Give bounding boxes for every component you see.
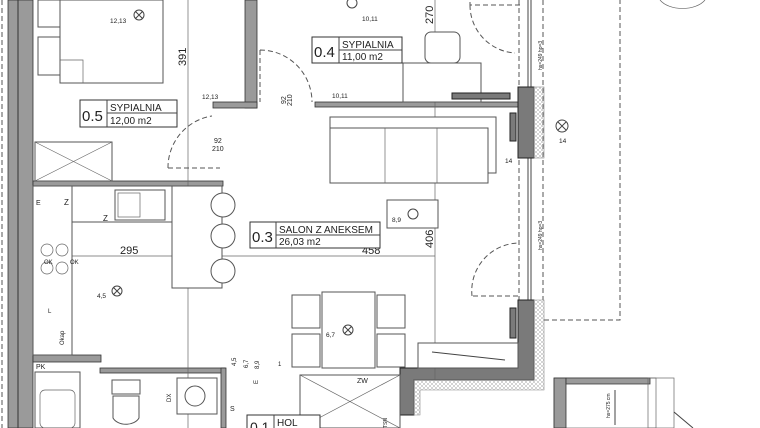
dim-391: 391 <box>177 48 189 66</box>
dining-table <box>291 291 406 369</box>
svg-text:10,11: 10,11 <box>332 93 348 100</box>
svg-text:S: S <box>230 406 235 413</box>
svg-text:12,13: 12,13 <box>202 94 219 101</box>
svg-text:10,11: 10,11 <box>362 16 378 23</box>
coffee-table <box>386 199 439 229</box>
ceiling-lights <box>111 0 569 336</box>
svg-text:12,00 m2: 12,00 m2 <box>110 116 152 127</box>
svg-text:14: 14 <box>559 138 567 145</box>
interior-walls <box>32 0 519 428</box>
svg-text:14: 14 <box>505 158 513 165</box>
cooktop <box>40 243 69 275</box>
sofa <box>329 116 497 184</box>
svg-text:OK: OK <box>70 260 79 266</box>
dim-406: 406 <box>424 230 436 248</box>
svg-text:hs=249 hp=3: hs=249 hp=3 <box>538 41 544 70</box>
svg-text:hs=275 cm: hs=275 cm <box>606 393 612 418</box>
light-icon <box>555 119 569 133</box>
exterior-wall-left <box>1 0 34 428</box>
room-label-0-5: 0.5 SYPIALNIA 12,00 m2 <box>79 99 178 128</box>
bathtub <box>34 371 81 428</box>
bar-stools <box>210 192 236 284</box>
svg-text:92: 92 <box>281 96 288 104</box>
desk <box>402 31 511 103</box>
svg-text:210: 210 <box>212 146 224 153</box>
circuit-labels: 12,13 12,13 10,11 10,11 4,5 6,7 8,9 14 1… <box>97 16 567 369</box>
svg-text:4,5: 4,5 <box>97 293 106 300</box>
svg-text:E: E <box>36 200 41 207</box>
svg-text:1: 1 <box>278 362 282 368</box>
svg-text:L: L <box>48 309 52 315</box>
boiler <box>176 377 218 415</box>
svg-text:8,9: 8,9 <box>392 217 401 224</box>
svg-text:12,13: 12,13 <box>110 18 127 25</box>
svg-text:0.5: 0.5 <box>82 108 103 125</box>
svg-text:Z: Z <box>64 198 69 207</box>
toilet <box>111 379 141 425</box>
electrical-symbols: Z Z E OK OK L PK Okap S ZW DX E TSN hs=2… <box>36 41 544 428</box>
svg-text:Okap: Okap <box>60 330 66 345</box>
exterior-wall-right <box>399 0 706 416</box>
dim-295: 295 <box>120 245 138 257</box>
light-icon <box>346 0 358 9</box>
svg-text:DX: DX <box>167 394 173 402</box>
svg-text:0.3: 0.3 <box>252 229 273 246</box>
svg-text:0.4: 0.4 <box>314 44 335 61</box>
svg-text:6,7: 6,7 <box>244 359 250 368</box>
room-label-0-4: 0.4 SYPIALNIA 11,00 m2 <box>311 36 403 64</box>
svg-text:SYPIALNIA: SYPIALNIA <box>110 103 162 114</box>
svg-text:ZW: ZW <box>357 378 368 385</box>
room-label-0-1: 0.1 HOL <box>246 414 321 428</box>
svg-text:210: 210 <box>287 94 294 106</box>
svg-text:0.1: 0.1 <box>250 419 270 428</box>
tv-stand <box>417 342 519 369</box>
bed <box>37 0 164 84</box>
kitchen-counter <box>32 185 223 356</box>
light-icon <box>133 9 145 21</box>
svg-text:HOL: HOL <box>277 418 298 428</box>
svg-text:92: 92 <box>214 138 222 145</box>
light-icon <box>111 285 123 297</box>
doors: 92 210 92 210 <box>167 0 520 297</box>
svg-text:6,7: 6,7 <box>326 332 335 339</box>
svg-text:OK: OK <box>44 260 53 266</box>
light-icon <box>342 324 354 336</box>
svg-text:4,5: 4,5 <box>232 357 238 366</box>
svg-text:SALON Z ANEKSEM: SALON Z ANEKSEM <box>279 225 373 236</box>
svg-text:26,03 m2: 26,03 m2 <box>279 237 321 248</box>
svg-text:TSN: TSN <box>383 418 389 428</box>
section-detail: hs=275 cm <box>553 377 694 428</box>
room-label-0-3: 0.3 SALON Z ANEKSEM 26,03 m2 <box>249 221 381 249</box>
svg-text:PK: PK <box>36 364 46 371</box>
balcony-outline <box>544 0 621 321</box>
svg-text:hs=249 hp=3: hs=249 hp=3 <box>538 221 544 250</box>
svg-text:SYPIALNIA: SYPIALNIA <box>342 40 394 51</box>
svg-text:8,9: 8,9 <box>255 360 261 369</box>
light-icon <box>407 208 419 220</box>
wardrobe <box>34 141 113 182</box>
dim-270: 270 <box>424 6 436 24</box>
svg-text:E: E <box>254 380 260 384</box>
svg-text:Z: Z <box>103 214 108 223</box>
svg-text:11,00 m2: 11,00 m2 <box>342 52 383 63</box>
